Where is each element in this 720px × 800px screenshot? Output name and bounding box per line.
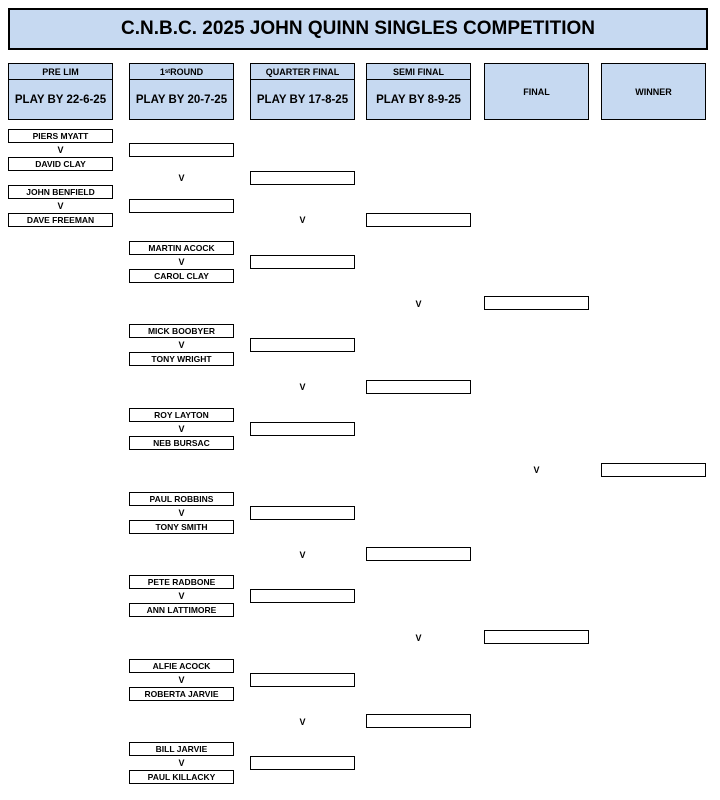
semi-slot-2[interactable]: [366, 380, 471, 394]
prelim-1-player1: PIERS MYATT: [8, 129, 113, 143]
final-slot-1[interactable]: [484, 296, 589, 310]
round1-5-vs: V: [178, 508, 185, 518]
quarter-slot-7[interactable]: [250, 673, 355, 687]
round1-4-vs: V: [178, 424, 185, 434]
final-slot-2[interactable]: [484, 630, 589, 644]
quarter-slot-1[interactable]: [250, 171, 355, 185]
header-prelim: PRE LIM PLAY BY 22-6-25: [8, 63, 113, 120]
round1-2-vs: V: [178, 257, 185, 267]
round1-slot-prelim2-winner[interactable]: [129, 199, 234, 213]
round1-slot-prelim1-winner[interactable]: [129, 143, 234, 157]
header-quarter-name: QUARTER FINAL: [251, 64, 354, 80]
round1-5-player1: PAUL ROBBINS: [129, 492, 234, 506]
header-semi-play-by: PLAY BY 8-9-25: [376, 93, 461, 106]
prelim-2-vs: V: [57, 201, 64, 211]
quarter-1-vs: V: [299, 215, 306, 225]
header-semi: SEMI FINAL PLAY BY 8-9-25: [366, 63, 471, 120]
round1-7-player2: ROBERTA JARVIE: [129, 687, 234, 701]
quarter-slot-2[interactable]: [250, 255, 355, 269]
round1-3-player2: TONY WRIGHT: [129, 352, 234, 366]
round1-4-player1: ROY LAYTON: [129, 408, 234, 422]
winner-slot[interactable]: [601, 463, 706, 477]
header-final: FINAL: [484, 63, 589, 120]
page-title: C.N.B.C. 2025 JOHN QUINN SINGLES COMPETI…: [8, 8, 708, 50]
quarter-3-vs: V: [299, 550, 306, 560]
round1-6-player1: PETE RADBONE: [129, 575, 234, 589]
semi-slot-3[interactable]: [366, 547, 471, 561]
quarter-slot-6[interactable]: [250, 589, 355, 603]
round1-7-vs: V: [178, 675, 185, 685]
quarter-slot-3[interactable]: [250, 338, 355, 352]
prelim-1-player2: DAVID CLAY: [8, 157, 113, 171]
final-vs: V: [533, 465, 540, 475]
round1-2-player2: CAROL CLAY: [129, 269, 234, 283]
quarter-slot-4[interactable]: [250, 422, 355, 436]
prelim-2-player1: JOHN BENFIELD: [8, 185, 113, 199]
prelim-2-player2: DAVE FREEMAN: [8, 213, 113, 227]
round1-4-player2: NEB BURSAC: [129, 436, 234, 450]
header-quarter: QUARTER FINAL PLAY BY 17-8-25: [250, 63, 355, 120]
round1-7-player1: ALFIE ACOCK: [129, 659, 234, 673]
quarter-slot-5[interactable]: [250, 506, 355, 520]
round1-2-player1: MARTIN ACOCK: [129, 241, 234, 255]
prelim-1-vs: V: [57, 145, 64, 155]
header-winner: WINNER: [601, 63, 706, 120]
round1-1-vs: V: [178, 173, 185, 183]
header-prelim-play-by: PLAY BY 22-6-25: [14, 93, 107, 106]
semi-slot-4[interactable]: [366, 714, 471, 728]
semi-1-vs: V: [415, 299, 422, 309]
header-round1-play-by: PLAY BY 20-7-25: [135, 93, 228, 106]
round1-3-vs: V: [178, 340, 185, 350]
header-prelim-name: PRE LIM: [9, 64, 112, 80]
round1-8-player2: PAUL KILLACKY: [129, 770, 234, 784]
round1-5-player2: TONY SMITH: [129, 520, 234, 534]
quarter-slot-8[interactable]: [250, 756, 355, 770]
round1-3-player1: MICK BOOBYER: [129, 324, 234, 338]
quarter-4-vs: V: [299, 717, 306, 727]
semi-slot-1[interactable]: [366, 213, 471, 227]
semi-2-vs: V: [415, 633, 422, 643]
round1-6-player2: ANN LATTIMORE: [129, 603, 234, 617]
round1-8-player1: BILL JARVIE: [129, 742, 234, 756]
quarter-2-vs: V: [299, 382, 306, 392]
round1-6-vs: V: [178, 591, 185, 601]
header-semi-name: SEMI FINAL: [367, 64, 470, 80]
header-quarter-play-by: PLAY BY 17-8-25: [256, 93, 349, 106]
round1-8-vs: V: [178, 758, 185, 768]
